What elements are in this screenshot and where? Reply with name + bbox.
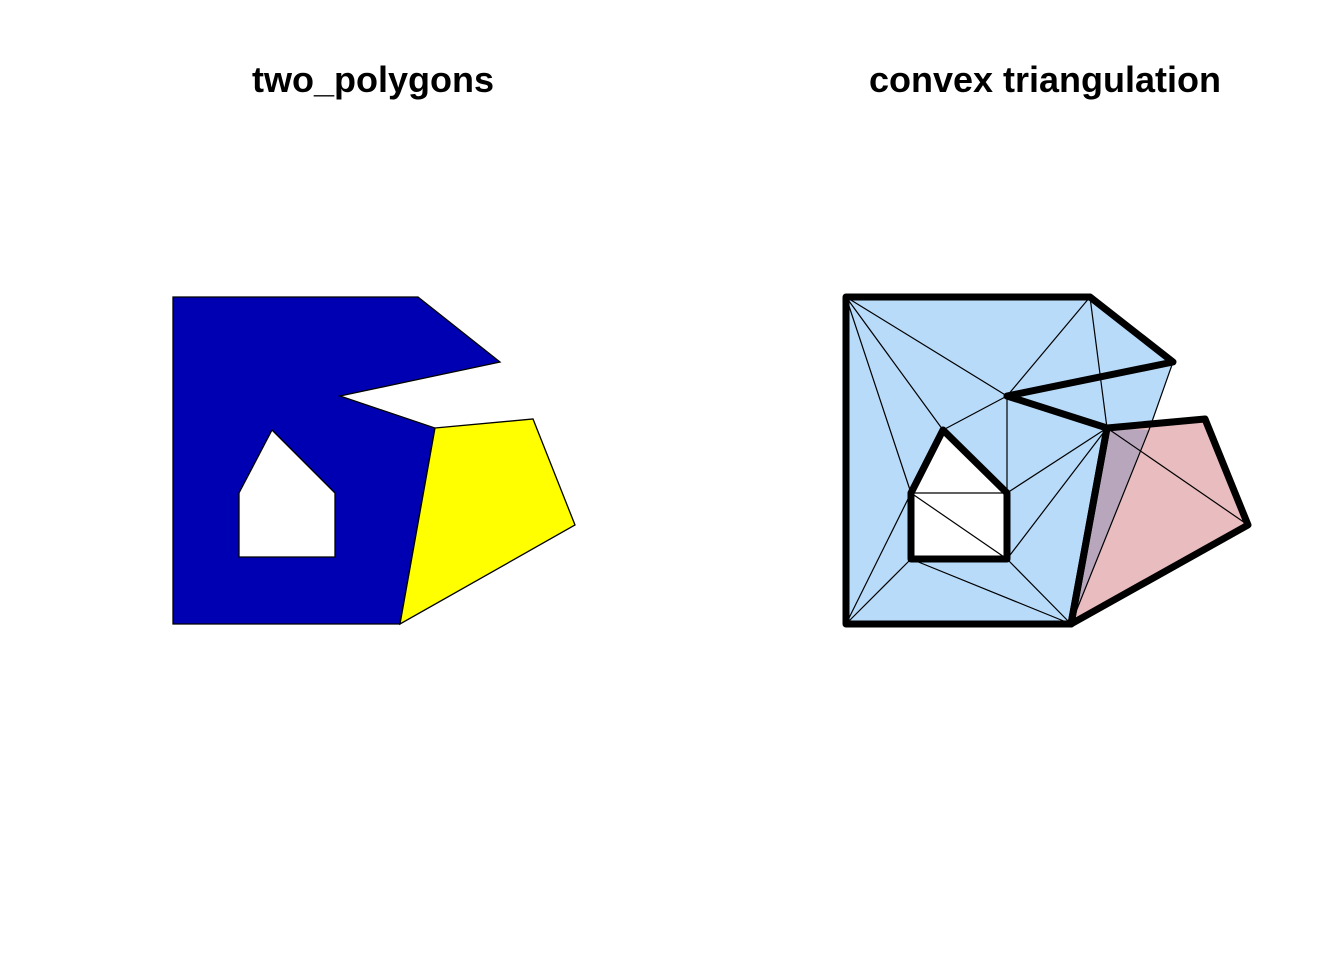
right-panel-title: convex triangulation <box>868 59 1222 100</box>
left-panel-title: two_polygons <box>252 59 494 100</box>
polygon-outlines <box>842 293 1252 628</box>
edge <box>910 558 1072 625</box>
edge <box>845 492 912 625</box>
right-panel <box>842 293 1252 628</box>
outline-polygon-b <box>1067 415 1252 628</box>
edge <box>1089 296 1108 429</box>
edge <box>1070 429 1150 625</box>
edge <box>1006 558 1072 625</box>
edge <box>1148 361 1174 431</box>
edge <box>845 558 912 625</box>
edge <box>845 296 1008 397</box>
edge <box>910 492 1008 560</box>
edge <box>1006 427 1108 494</box>
triangulation-edges <box>845 296 1249 625</box>
edge <box>1006 296 1091 397</box>
edge <box>845 296 912 494</box>
left-panel <box>172 296 576 626</box>
edge <box>942 395 1008 431</box>
edge <box>1006 427 1108 560</box>
polygon-a <box>172 296 502 625</box>
outline-polygon-a <box>842 293 1177 628</box>
edge <box>1106 427 1249 526</box>
outline-hole <box>907 426 1011 563</box>
polygon-b <box>399 418 576 626</box>
edge <box>845 296 944 431</box>
